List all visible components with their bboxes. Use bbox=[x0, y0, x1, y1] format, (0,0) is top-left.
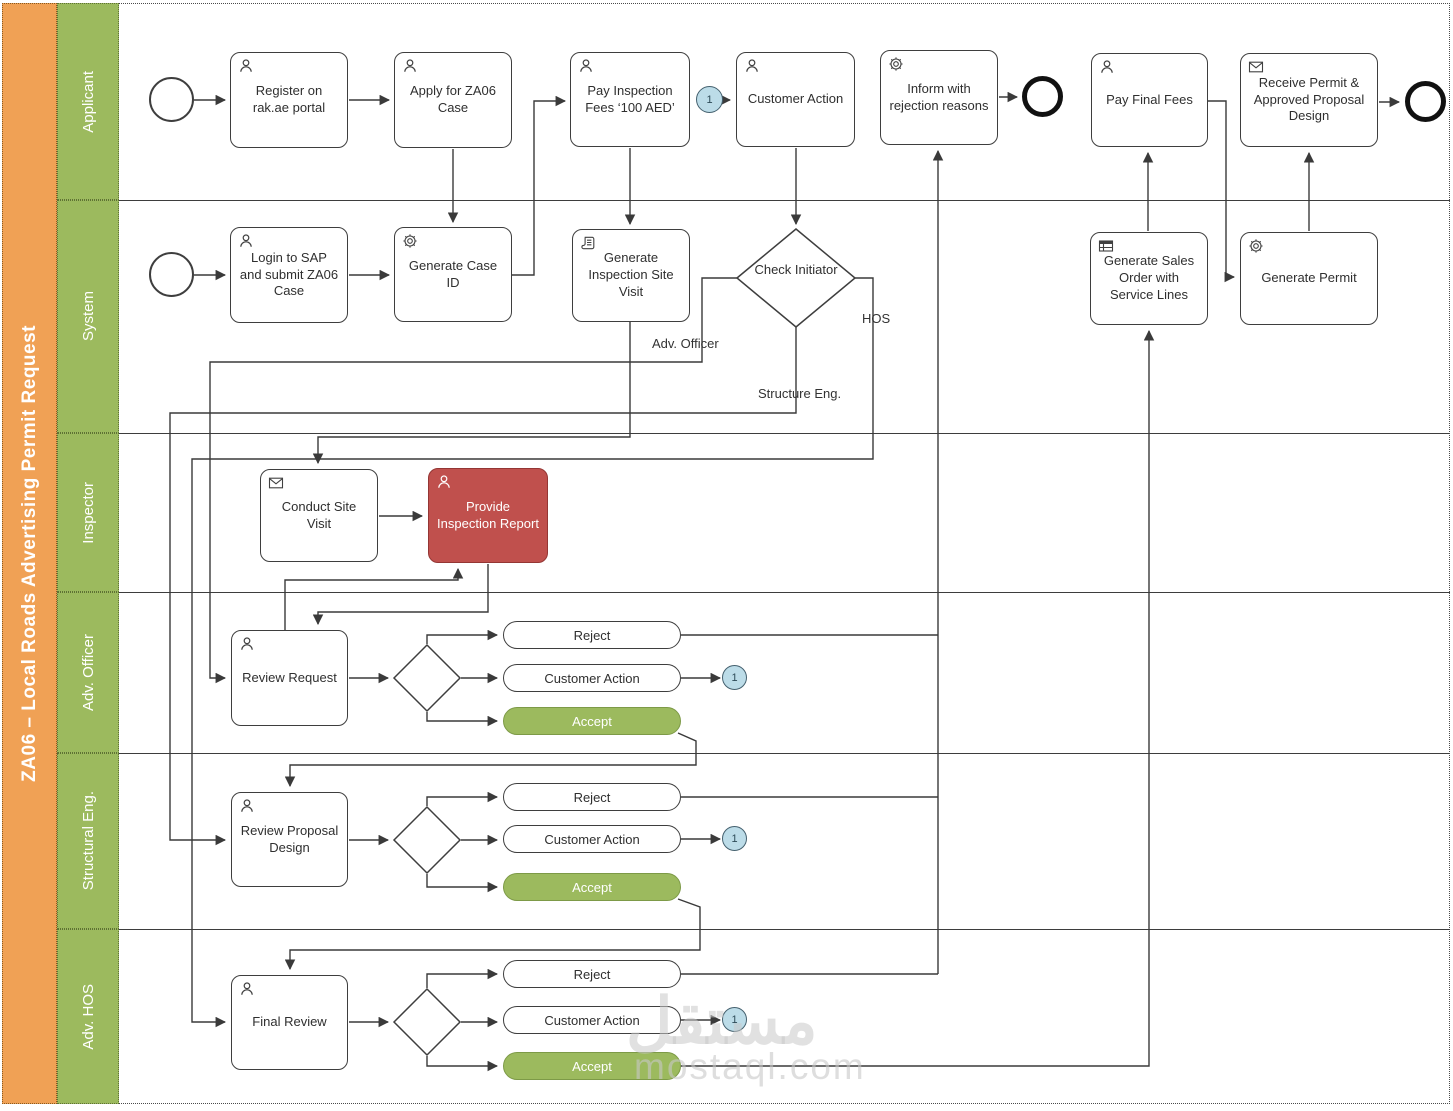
task-label: Review Proposal Design bbox=[240, 822, 339, 855]
task-receive-permit[interactable]: Receive Permit & Approved Proposal Desig… bbox=[1240, 53, 1378, 147]
gear-icon bbox=[1248, 238, 1264, 254]
task-label: Generate Case ID bbox=[408, 257, 498, 290]
option-reject-hos[interactable]: Reject bbox=[503, 960, 681, 988]
task-label: Conduct Site Visit bbox=[281, 498, 357, 531]
task-pay-final-fees[interactable]: Pay Final Fees bbox=[1091, 53, 1208, 147]
envelope-icon bbox=[1248, 59, 1264, 75]
link-event-throw-1a[interactable]: 1 bbox=[722, 665, 747, 690]
lane-header-applicant: Applicant bbox=[57, 3, 119, 200]
task-final-review[interactable]: Final Review bbox=[231, 975, 348, 1070]
lane-header-system: System bbox=[57, 200, 119, 433]
lane-divider bbox=[119, 200, 1450, 201]
task-label: Apply for ZA06 Case bbox=[410, 83, 496, 115]
task-inform-rejection[interactable]: Inform with rejection reasons bbox=[880, 50, 998, 145]
start-event-applicant[interactable] bbox=[149, 77, 194, 122]
task-label: Generate Sales Order with Service Lines bbox=[1103, 253, 1195, 302]
option-accept-hos[interactable]: Accept bbox=[503, 1052, 681, 1080]
lane-header-adv-hos: Adv. HOS bbox=[57, 929, 119, 1104]
task-generate-permit[interactable]: Generate Permit bbox=[1240, 232, 1378, 325]
table-icon bbox=[1098, 238, 1114, 254]
option-accept-structural[interactable]: Accept bbox=[503, 873, 681, 901]
task-label: Provide Inspection Report bbox=[437, 498, 539, 531]
lane-header-structural-eng: Structural Eng. bbox=[57, 753, 119, 929]
gear-icon bbox=[888, 56, 904, 72]
end-event-rejected[interactable] bbox=[1022, 76, 1063, 117]
option-reject-adv-officer[interactable]: Reject bbox=[503, 621, 681, 649]
lane-divider bbox=[119, 592, 1450, 593]
script-icon bbox=[580, 235, 596, 251]
task-register[interactable]: Register on rak.ae portal bbox=[230, 52, 348, 148]
branch-label-adv-officer: Adv. Officer bbox=[652, 336, 719, 351]
lane-label: Structural Eng. bbox=[79, 791, 97, 891]
user-icon bbox=[436, 474, 452, 490]
user-icon bbox=[578, 58, 594, 74]
option-customer-action-structural[interactable]: Customer Action bbox=[503, 825, 681, 853]
task-review-request[interactable]: Review Request bbox=[231, 630, 348, 726]
task-conduct-site-visit[interactable]: Conduct Site Visit bbox=[260, 469, 378, 562]
task-label: Pay Inspection Fees ‘100 AED’ bbox=[585, 82, 675, 115]
pool-border bbox=[2, 3, 1450, 1104]
task-label: Review Request bbox=[242, 669, 337, 685]
lane-header-adv-officer: Adv. Officer bbox=[57, 592, 119, 753]
task-customer-action-top[interactable]: Customer Action bbox=[736, 52, 855, 147]
option-accept-adv-officer[interactable]: Accept bbox=[503, 707, 681, 735]
task-label: Receive Permit & Approved Proposal Desig… bbox=[1253, 74, 1365, 124]
task-apply[interactable]: Apply for ZA06 Case bbox=[394, 52, 512, 148]
link-event-catch-1[interactable]: 1 bbox=[696, 86, 723, 113]
end-event-completed[interactable] bbox=[1405, 81, 1446, 122]
lane-label: System bbox=[79, 291, 97, 342]
option-customer-action-hos[interactable]: Customer Action bbox=[503, 1006, 681, 1034]
task-label: Generate Permit bbox=[1261, 270, 1357, 286]
envelope-icon bbox=[268, 475, 284, 491]
gear-icon bbox=[402, 233, 418, 249]
lane-label: Applicant bbox=[79, 70, 97, 133]
lane-label: Adv. Officer bbox=[79, 634, 97, 711]
lane-label: Adv. HOS bbox=[79, 983, 97, 1050]
task-label: Final Review bbox=[252, 1014, 327, 1030]
task-provide-inspection-report[interactable]: Provide Inspection Report bbox=[428, 468, 548, 563]
task-generate-case-id[interactable]: Generate Case ID bbox=[394, 227, 512, 322]
user-icon bbox=[238, 233, 254, 249]
lane-divider bbox=[119, 929, 1450, 930]
option-customer-action-adv-officer[interactable]: Customer Action bbox=[503, 664, 681, 692]
user-icon bbox=[238, 58, 254, 74]
task-label: Generate Inspection Site Visit bbox=[588, 250, 674, 299]
task-login-sap[interactable]: Login to SAP and submit ZA06 Case bbox=[230, 227, 348, 323]
task-label: Pay Final Fees bbox=[1106, 91, 1193, 107]
lane-label: Inspector bbox=[79, 481, 97, 544]
branch-label-hos: HOS bbox=[862, 311, 891, 326]
lane-divider bbox=[119, 433, 1450, 434]
start-event-system[interactable] bbox=[149, 252, 194, 297]
user-icon bbox=[239, 981, 255, 997]
task-label: Login to SAP and submit ZA06 Case bbox=[239, 249, 339, 299]
task-pay-inspection-fees[interactable]: Pay Inspection Fees ‘100 AED’ bbox=[570, 52, 690, 147]
task-review-proposal-design[interactable]: Review Proposal Design bbox=[231, 792, 348, 887]
task-label: Inform with rejection reasons bbox=[889, 80, 989, 113]
task-generate-inspection-visit[interactable]: Generate Inspection Site Visit bbox=[572, 229, 690, 322]
pool-title: ZA06 – Local Roads Advertising Permit Re… bbox=[18, 325, 40, 782]
task-label: Customer Action bbox=[747, 91, 844, 107]
task-generate-sales-order[interactable]: Generate Sales Order with Service Lines bbox=[1090, 232, 1208, 325]
user-icon bbox=[744, 58, 760, 74]
lane-header-inspector: Inspector bbox=[57, 433, 119, 592]
lane-divider bbox=[119, 753, 1450, 754]
user-icon bbox=[239, 798, 255, 814]
user-icon bbox=[1099, 59, 1115, 75]
option-reject-structural[interactable]: Reject bbox=[503, 783, 681, 811]
pool-header: ZA06 – Local Roads Advertising Permit Re… bbox=[2, 3, 57, 1104]
user-icon bbox=[402, 58, 418, 74]
task-label: Register on rak.ae portal bbox=[252, 83, 326, 115]
user-icon bbox=[239, 636, 255, 652]
gateway-label-check-initiator: Check Initiator bbox=[754, 262, 838, 277]
link-event-throw-1c[interactable]: 1 bbox=[722, 1007, 747, 1032]
link-event-throw-1b[interactable]: 1 bbox=[722, 826, 747, 851]
branch-label-structure-eng: Structure Eng. bbox=[758, 386, 842, 401]
